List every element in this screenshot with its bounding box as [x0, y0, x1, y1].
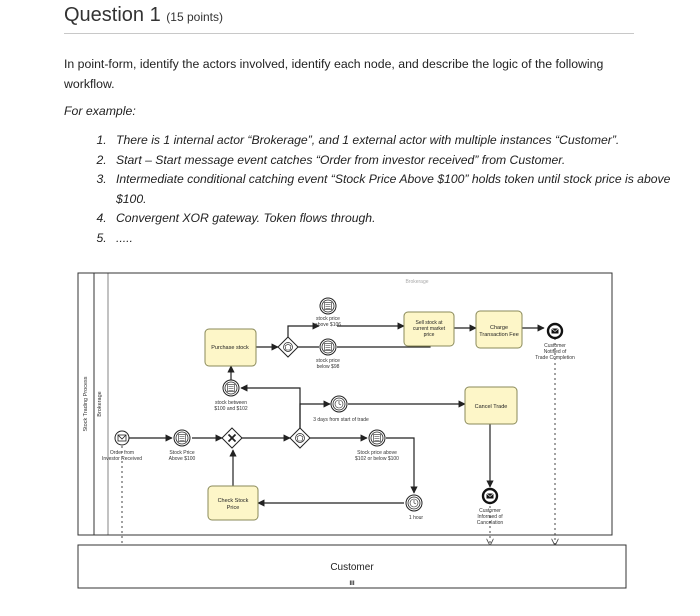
cond-below-98-label-1: stock price — [316, 358, 340, 364]
sell-stock-label-2: current market — [413, 326, 446, 332]
pool-label: Stock Trading Process — [83, 376, 89, 431]
end-completion-label-1: Customer — [544, 343, 566, 349]
end-completion-label-3: Trade Completion — [535, 355, 575, 361]
timer-event-3-days — [330, 395, 348, 413]
cond-between-label-2: $100 and $102 — [214, 406, 248, 412]
sell-stock-label-3: price — [424, 332, 435, 338]
multi-instance-marker: III — [349, 581, 354, 587]
charge-fee-label-2: Transaction Fee — [479, 332, 519, 338]
cancel-trade-label: Cancel Trade — [475, 404, 508, 410]
check-stock-price-task — [207, 485, 259, 521]
cond-above-106-label-1: stock price — [316, 316, 340, 322]
cancel-trade-task — [464, 386, 518, 425]
end-cancel-label-2: Informed of — [477, 514, 503, 520]
example-step: There is 1 internal actor “Brokerage”, a… — [110, 131, 680, 151]
question-prompt: In point-form, identify the actors invol… — [64, 57, 604, 91]
cond-between-label-1: stock between — [215, 400, 247, 406]
conditional-event-between — [222, 379, 240, 397]
example-step: Intermediate conditional catching event … — [110, 170, 680, 209]
example-label: For example: — [64, 104, 136, 118]
start-event-label-2: Investor Received — [102, 456, 142, 462]
cond-above-100-label-1: Stock Price — [169, 450, 195, 456]
check-stock-price-label-1: Check Stock — [218, 498, 249, 504]
title-divider — [64, 33, 634, 34]
cond-above-106-label-2: above $106 — [315, 322, 341, 328]
example-step: Convergent XOR gateway. Token flows thro… — [110, 209, 680, 229]
question-points: (15 points) — [166, 10, 223, 24]
timer-3-days-label: 3 days from start of trade — [313, 417, 369, 423]
example-step: Start – Start message event catches “Ord… — [110, 151, 680, 171]
example-steps: There is 1 internal actor “Brokerage”, a… — [64, 131, 680, 248]
sequence-flows — [129, 322, 545, 507]
cond-102-100-label-2: $102 or below $100 — [355, 456, 399, 462]
purchase-stock-label: Purchase stock — [211, 345, 249, 351]
conditional-event-above-106 — [319, 297, 337, 315]
lane-label: Brokerage — [97, 391, 103, 416]
start-event-label-1: Order from — [110, 450, 134, 456]
event-based-gateway-upper — [277, 336, 299, 358]
charge-fee-label-1: Charge — [490, 325, 508, 331]
end-cancel-label-3: Cancelation — [477, 520, 504, 526]
lane-header: Brokerage — [405, 279, 428, 285]
brokerage-pool — [77, 272, 613, 536]
end-event-completion — [546, 322, 564, 340]
question-title: Question 1 (15 points) — [64, 4, 223, 27]
customer-pool — [77, 544, 627, 589]
end-event-cancelation — [481, 487, 499, 505]
cond-below-98-label-2: below $98 — [317, 364, 340, 370]
customer-pool-label: Customer — [330, 562, 374, 573]
conditional-event-below-98 — [319, 338, 337, 356]
sell-stock-task — [403, 311, 455, 347]
xor-gateway — [221, 427, 243, 449]
timer-1-hour-label: 1 hour — [409, 515, 424, 521]
cond-102-100-label-1: Stock price above — [357, 450, 397, 456]
end-completion-label-2: Notified of — [544, 349, 567, 355]
example-step: ..... — [110, 229, 680, 249]
sell-stock-label-1: Sell stock at — [416, 320, 444, 326]
end-cancel-label-1: Customer — [479, 508, 501, 514]
question-title-text: Question 1 — [64, 4, 161, 26]
start-message-event — [114, 430, 130, 446]
event-based-gateway-lower — [289, 427, 311, 449]
check-stock-price-label-2: Price — [227, 505, 240, 511]
timer-event-1-hour — [405, 494, 423, 512]
conditional-event-above-100 — [173, 429, 191, 447]
cond-above-100-label-2: Above $100 — [169, 456, 196, 462]
purchase-stock-task — [204, 328, 257, 367]
message-flows — [121, 338, 555, 545]
charge-fee-task — [475, 310, 523, 349]
conditional-event-102-100 — [368, 429, 386, 447]
